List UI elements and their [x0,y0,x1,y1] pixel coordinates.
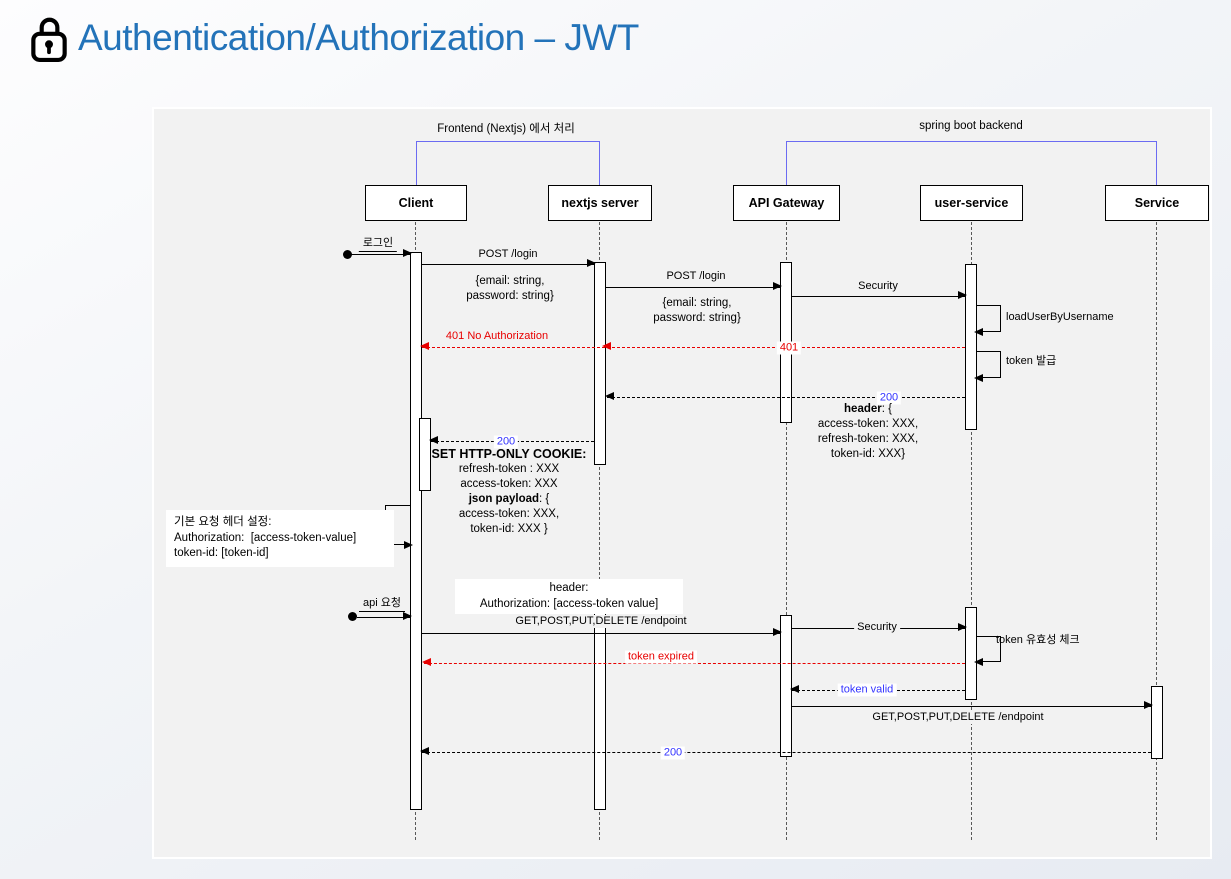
activation-user-service-1 [965,264,977,430]
arrow-post-login-2 [606,282,782,291]
note-json-payload-title: json payload: { [432,492,587,507]
label-endpoint-call-2: GET,POST,PUT,DELETE /endpoint [869,711,1047,724]
label-security-2: Security [854,621,900,634]
arrow-endpoint-call-1 [422,628,782,637]
arrow-login-start [351,249,412,258]
arrowhead-icon [403,249,412,258]
lifeline-user-service [971,222,972,840]
label-post-login-1: POST /login [475,248,541,261]
label-post-login-1-body: {email: string, password: string} [463,274,557,304]
lifeline-api-gateway [786,222,787,840]
start-dot-login [343,250,352,259]
arrowhead-icon [790,685,799,694]
arrowhead-icon [773,628,782,637]
label-401-no-authorization: 401 No Authorization [442,330,552,343]
lifeline-nextjs-server [599,222,600,840]
arrow-api-request-start [357,612,412,621]
start-dot-api-request [348,612,357,621]
page-header: Authentication/Authorization – JWT [28,14,639,62]
arrowhead-icon [403,612,412,621]
selfcall-token-issue [974,351,1001,382]
activation-nextjs-2 [594,597,606,810]
arrowhead-icon [958,291,967,300]
label-post-login-2-body: {email: string, password: string} [650,296,744,326]
activation-client-nested [419,418,431,491]
note-rest-text: : { [881,403,892,415]
selfcall-token-check [974,636,1001,666]
note-response-header: header: { access-token: XXX, refresh-tok… [818,402,918,462]
actor-nextjs-server: nextjs server [548,185,652,221]
note-response-header-title: header: { [818,402,918,417]
arrow-token-expired [422,658,965,667]
label-401-code: 401 [776,341,802,355]
arrow-post-login-1 [422,259,596,268]
label-token-valid: token valid [837,683,897,697]
arrowhead-icon [420,747,429,756]
page-title: Authentication/Authorization – JWT [78,17,639,58]
arrow-200-final [420,747,1151,756]
label-api-request-start: api 요청 [359,597,405,612]
group-bracket-backend [786,141,1157,185]
label-login-start: 로그인 [358,237,398,252]
note-json-payload-lines: access-token: XXX, token-id: XXX } [458,508,560,535]
arrow-200-to-nextjs [605,392,965,401]
group-bracket-frontend [416,141,600,185]
lock-icon [31,17,67,62]
arrow-401-response [420,342,965,351]
arrowhead-icon [974,328,983,336]
arrowhead-icon [974,374,983,382]
arrowhead-icon [420,342,429,351]
label-200-client: 200 [493,435,519,449]
arrowhead-icon [602,342,611,351]
selfcall-load-user [974,305,1001,336]
lifeline-service [1156,222,1157,840]
arrowhead-icon [587,259,596,268]
label-load-user: loadUserByUsername [1006,311,1114,323]
arrowhead-icon [958,623,967,632]
arrowhead-icon [974,658,983,666]
note-set-cookie-lines: refresh-token : XXX access-token: XXX [458,463,560,490]
note-rest-text: : { [539,493,550,505]
arrow-endpoint-call-2 [792,701,1153,710]
actor-user-service: user-service [920,185,1023,221]
note-bold-text: header [844,403,882,415]
arrowhead-icon [1144,701,1153,710]
arrowhead-icon [605,392,614,401]
group-label-backend: spring boot backend [919,120,1023,132]
note-request-header: header: Authorization: [access-token val… [455,579,683,614]
actor-client: Client [365,185,467,221]
arrowhead-icon [422,658,431,667]
label-security-1: Security [855,280,901,293]
actor-api-gateway: API Gateway [733,185,840,221]
label-200-final: 200 [660,746,686,760]
arrow-security-1 [792,291,967,300]
activation-user-service-2 [965,607,977,700]
label-200-gateway: 200 [876,391,902,405]
label-endpoint-call-1: GET,POST,PUT,DELETE /endpoint [512,615,690,628]
activation-nextjs-1 [594,262,606,465]
actor-service: Service [1105,185,1209,221]
note-response-header-lines: access-token: XXX, refresh-token: XXX, t… [817,418,919,460]
diagram-panel [152,107,1212,859]
label-token-check: token 유효성 체크 [996,634,1080,646]
group-label-frontend: Frontend (Nextjs) 에서 처리 [437,123,575,135]
note-default-headers: 기본 요청 헤더 설정: Authorization: [access-toke… [166,510,394,567]
note-bold-text: json payload [468,493,540,505]
activation-client-main [410,252,422,810]
label-token-issue: token 발급 [1006,355,1057,367]
note-set-cookie: SET HTTP-ONLY COOKIE: refresh-token : XX… [432,447,587,537]
note-set-cookie-title: SET HTTP-ONLY COOKIE: [431,447,587,461]
activation-service [1151,686,1163,759]
arrowhead-icon [773,282,782,291]
label-token-expired: token expired [624,650,698,664]
arrowhead-icon [404,540,413,549]
arrowhead-icon [429,436,438,445]
label-post-login-2: POST /login [663,270,729,283]
